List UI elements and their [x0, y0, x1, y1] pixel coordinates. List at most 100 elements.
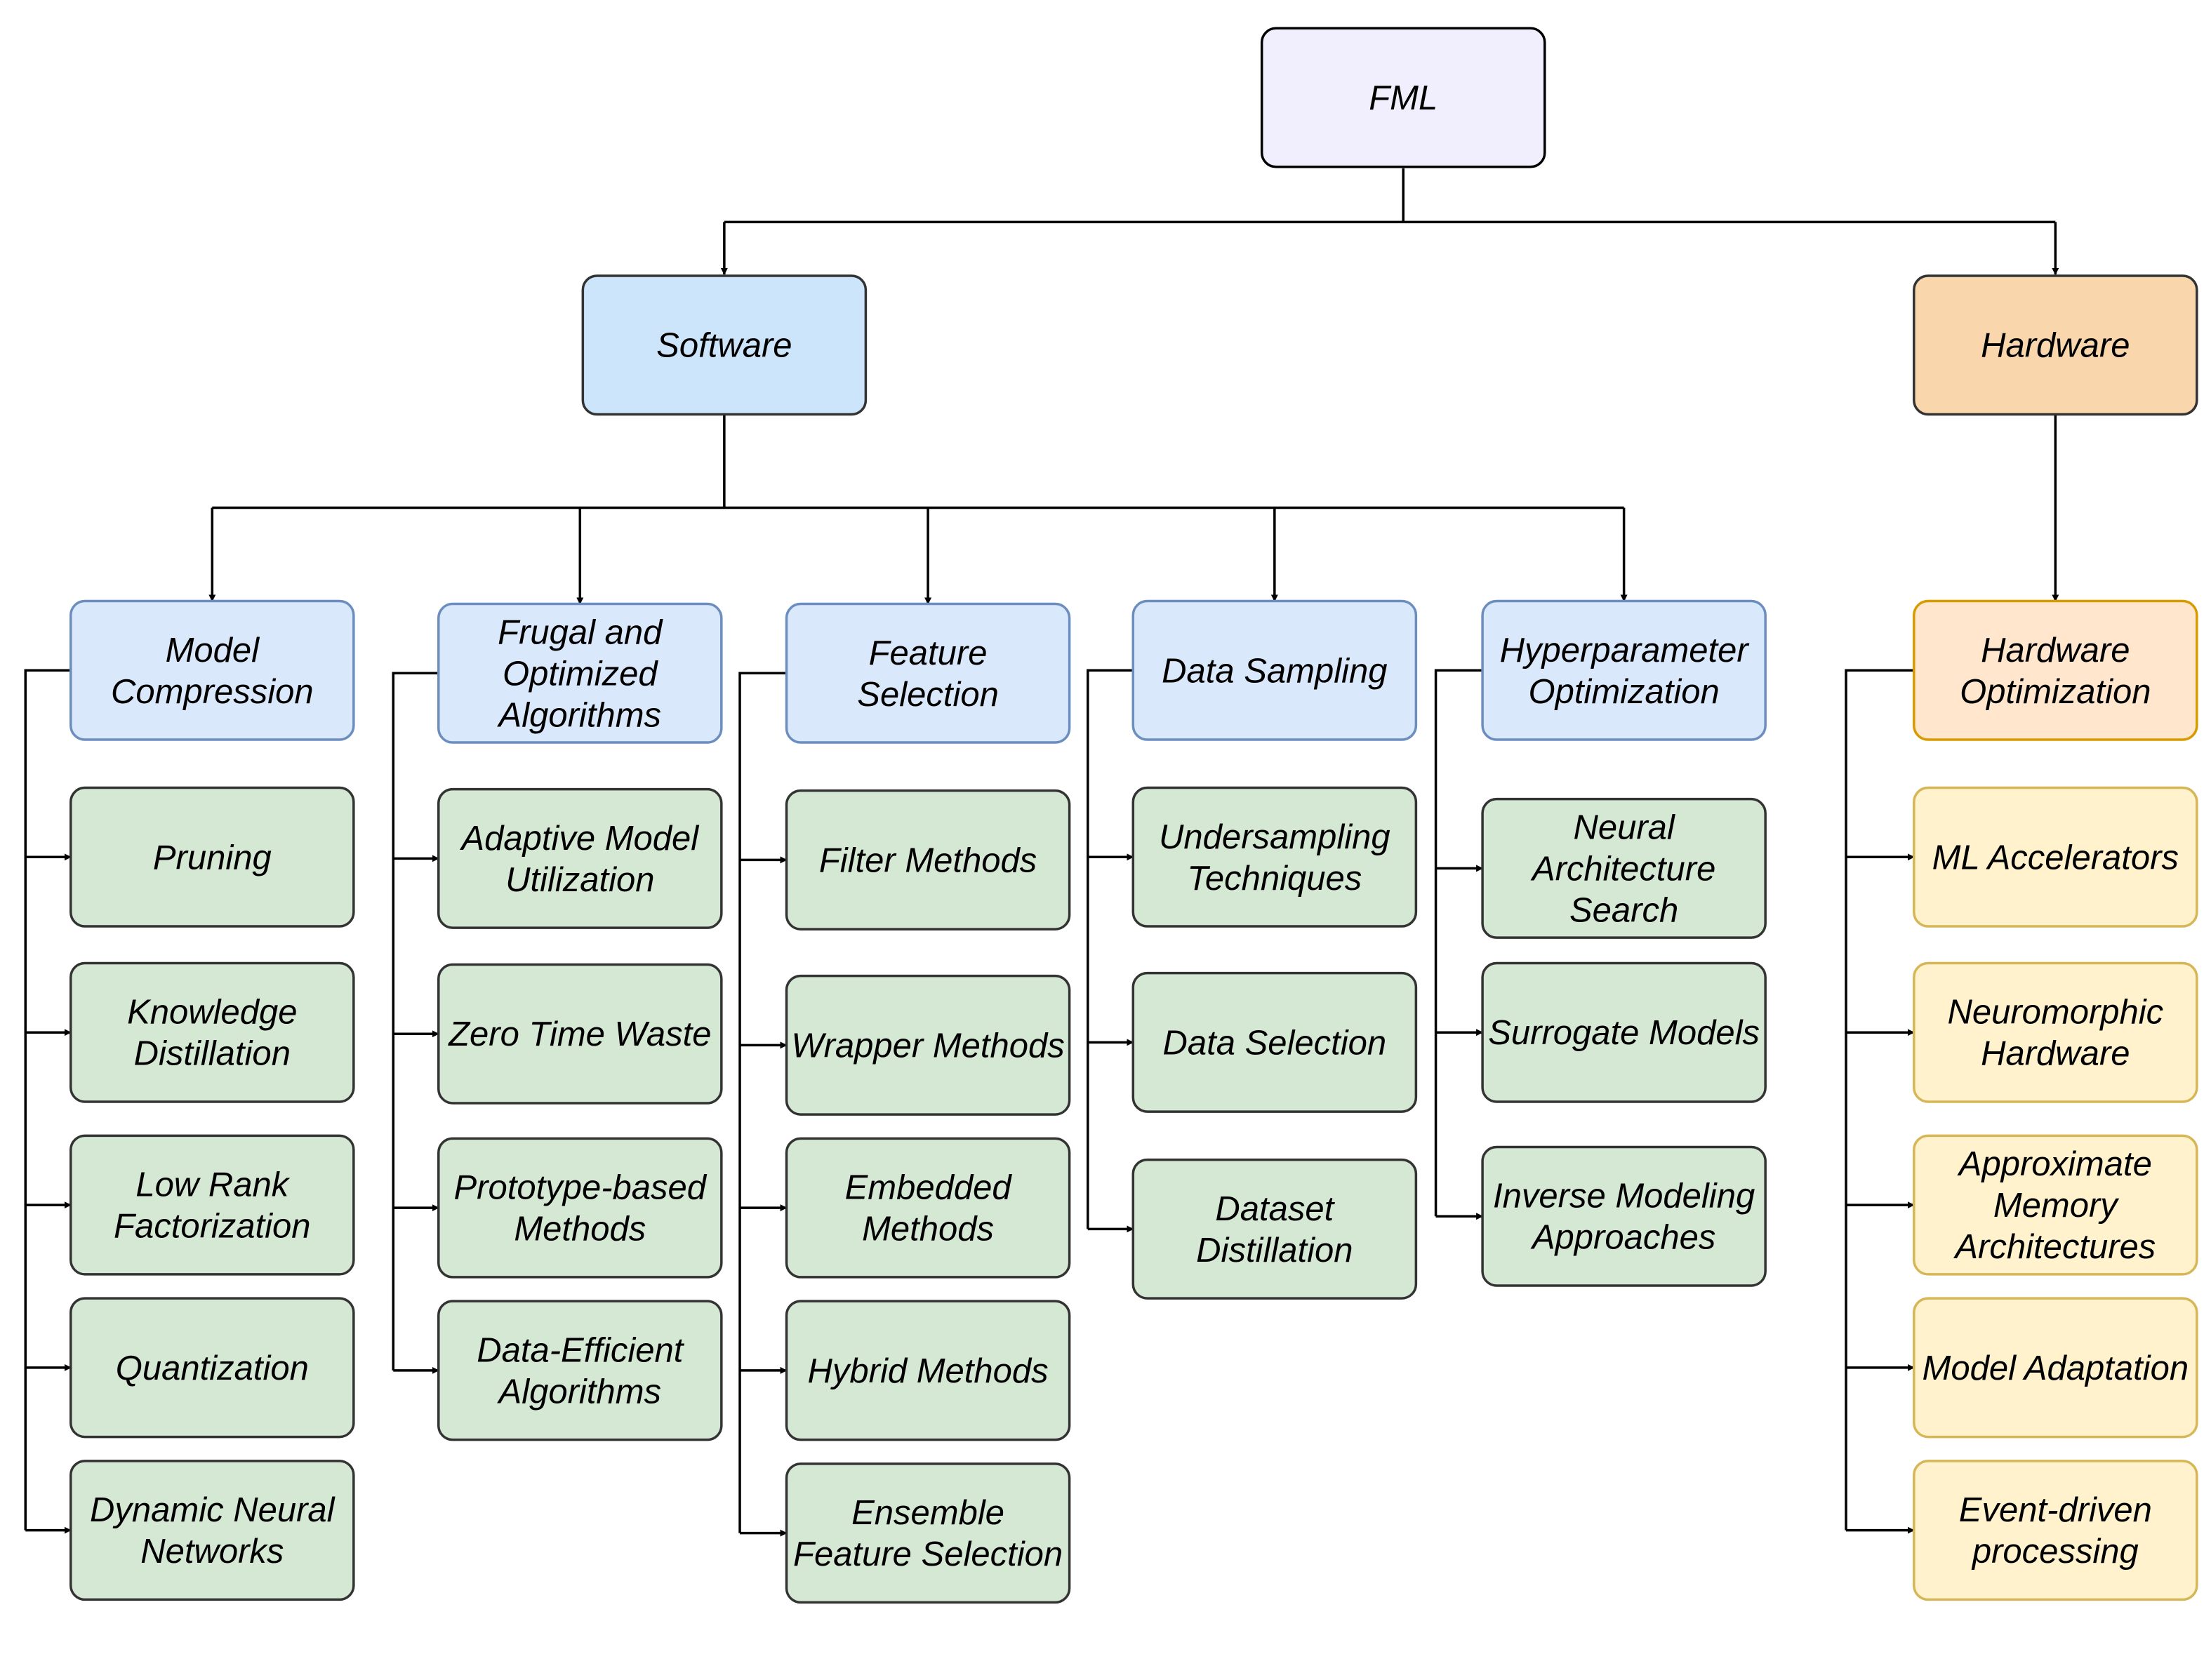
node-data-efficient-algorithms-shape [437, 1300, 723, 1441]
node-data-selection-shape [1131, 971, 1418, 1113]
node-knowledge-distillation-shape [69, 961, 355, 1103]
node-hybrid-methods-label: Hybrid Methods [807, 1352, 1048, 1390]
node-model-adaptation-label: Model Adaptation [1923, 1349, 2189, 1387]
node-event-driven-processing-shape [1913, 1460, 2198, 1601]
spine-data-sampling [1087, 669, 1134, 1229]
node-wrapper-methods: Wrapper Methods [785, 974, 1071, 1116]
node-pruning: Pruning [69, 786, 355, 928]
spine-feature-selection [738, 672, 787, 1533]
node-dataset-distillation-shape [1131, 1158, 1418, 1300]
spine-frugal-and-optimized-algorithms [392, 672, 439, 1371]
node-data-selection: Data Selection [1131, 971, 1418, 1113]
node-zero-time-waste-shape [437, 963, 723, 1105]
node-quantization-label: Quantization [116, 1349, 309, 1387]
node-software-label: Software [656, 327, 792, 365]
node-inverse-modeling-approaches-shape [1481, 1145, 1767, 1287]
node-surrogate-models-label: Surrogate Models [1488, 1014, 1760, 1052]
node-hyperparameter-optimization-shape [1481, 599, 1767, 741]
node-pruning-label: Pruning [153, 839, 272, 876]
node-surrogate-models-shape [1481, 961, 1767, 1103]
node-wrapper-methods-shape [785, 974, 1071, 1116]
node-prototype-based-methods-shape [437, 1137, 723, 1279]
node-low-rank-factorization-shape [69, 1134, 355, 1276]
node-surrogate-models: Surrogate Models [1481, 961, 1767, 1103]
node-model-adaptation: Model Adaptation [1913, 1297, 2198, 1439]
node-quantization: Quantization [69, 1297, 355, 1439]
node-filter-methods-label: Filter Methods [819, 841, 1037, 879]
node-dynamic-neural-networks-shape [69, 1460, 355, 1601]
node-approximate-memory-architectures-shape [1913, 1134, 2198, 1276]
node-model-compression-shape [69, 599, 355, 741]
node-adaptive-model-utilization-shape [437, 787, 723, 929]
node-zero-time-waste-label: Zero Time Waste [448, 1015, 711, 1053]
node-fml-label: FML [1369, 79, 1438, 117]
node-data-sampling-shape [1131, 599, 1418, 741]
node-filter-methods: Filter Methods [785, 789, 1071, 931]
node-data-sampling-label: Data Sampling [1162, 652, 1387, 690]
node-hardware-label: Hardware [1981, 327, 2130, 365]
node-neural-architecture-search-shape [1481, 797, 1767, 939]
node-zero-time-waste: Zero Time Waste [437, 963, 723, 1105]
node-quantization-shape [69, 1297, 355, 1439]
node-hardware-shape [1913, 274, 2198, 416]
node-hardware-optimization-shape [1913, 599, 2198, 741]
node-feature-selection-shape [785, 602, 1071, 744]
node-software: Software [581, 274, 868, 416]
spine-hardware-optimization [1845, 669, 1914, 1531]
node-filter-methods-shape [785, 789, 1071, 931]
node-data-selection-label: Data Selection [1162, 1024, 1386, 1062]
node-neuromorphic-hardware-shape [1913, 961, 2198, 1103]
node-model-adaptation-shape [1913, 1297, 2198, 1439]
node-data-sampling: Data Sampling [1131, 599, 1418, 741]
node-hybrid-methods-shape [785, 1300, 1071, 1441]
node-embedded-methods-shape [785, 1137, 1071, 1279]
node-fml-shape [1260, 27, 1546, 168]
node-hybrid-methods: Hybrid Methods [785, 1300, 1071, 1441]
node-software-shape [581, 274, 868, 416]
node-ml-accelerators-label: ML Accelerators [1932, 839, 2179, 876]
node-wrapper-methods-label: Wrapper Methods [791, 1027, 1064, 1065]
node-ensemble-feature-selection-shape [785, 1462, 1071, 1604]
spine-model-compression [24, 669, 71, 1531]
node-hardware: Hardware [1913, 274, 2198, 416]
node-ml-accelerators-shape [1913, 786, 2198, 928]
node-ml-accelerators: ML Accelerators [1913, 786, 2198, 928]
